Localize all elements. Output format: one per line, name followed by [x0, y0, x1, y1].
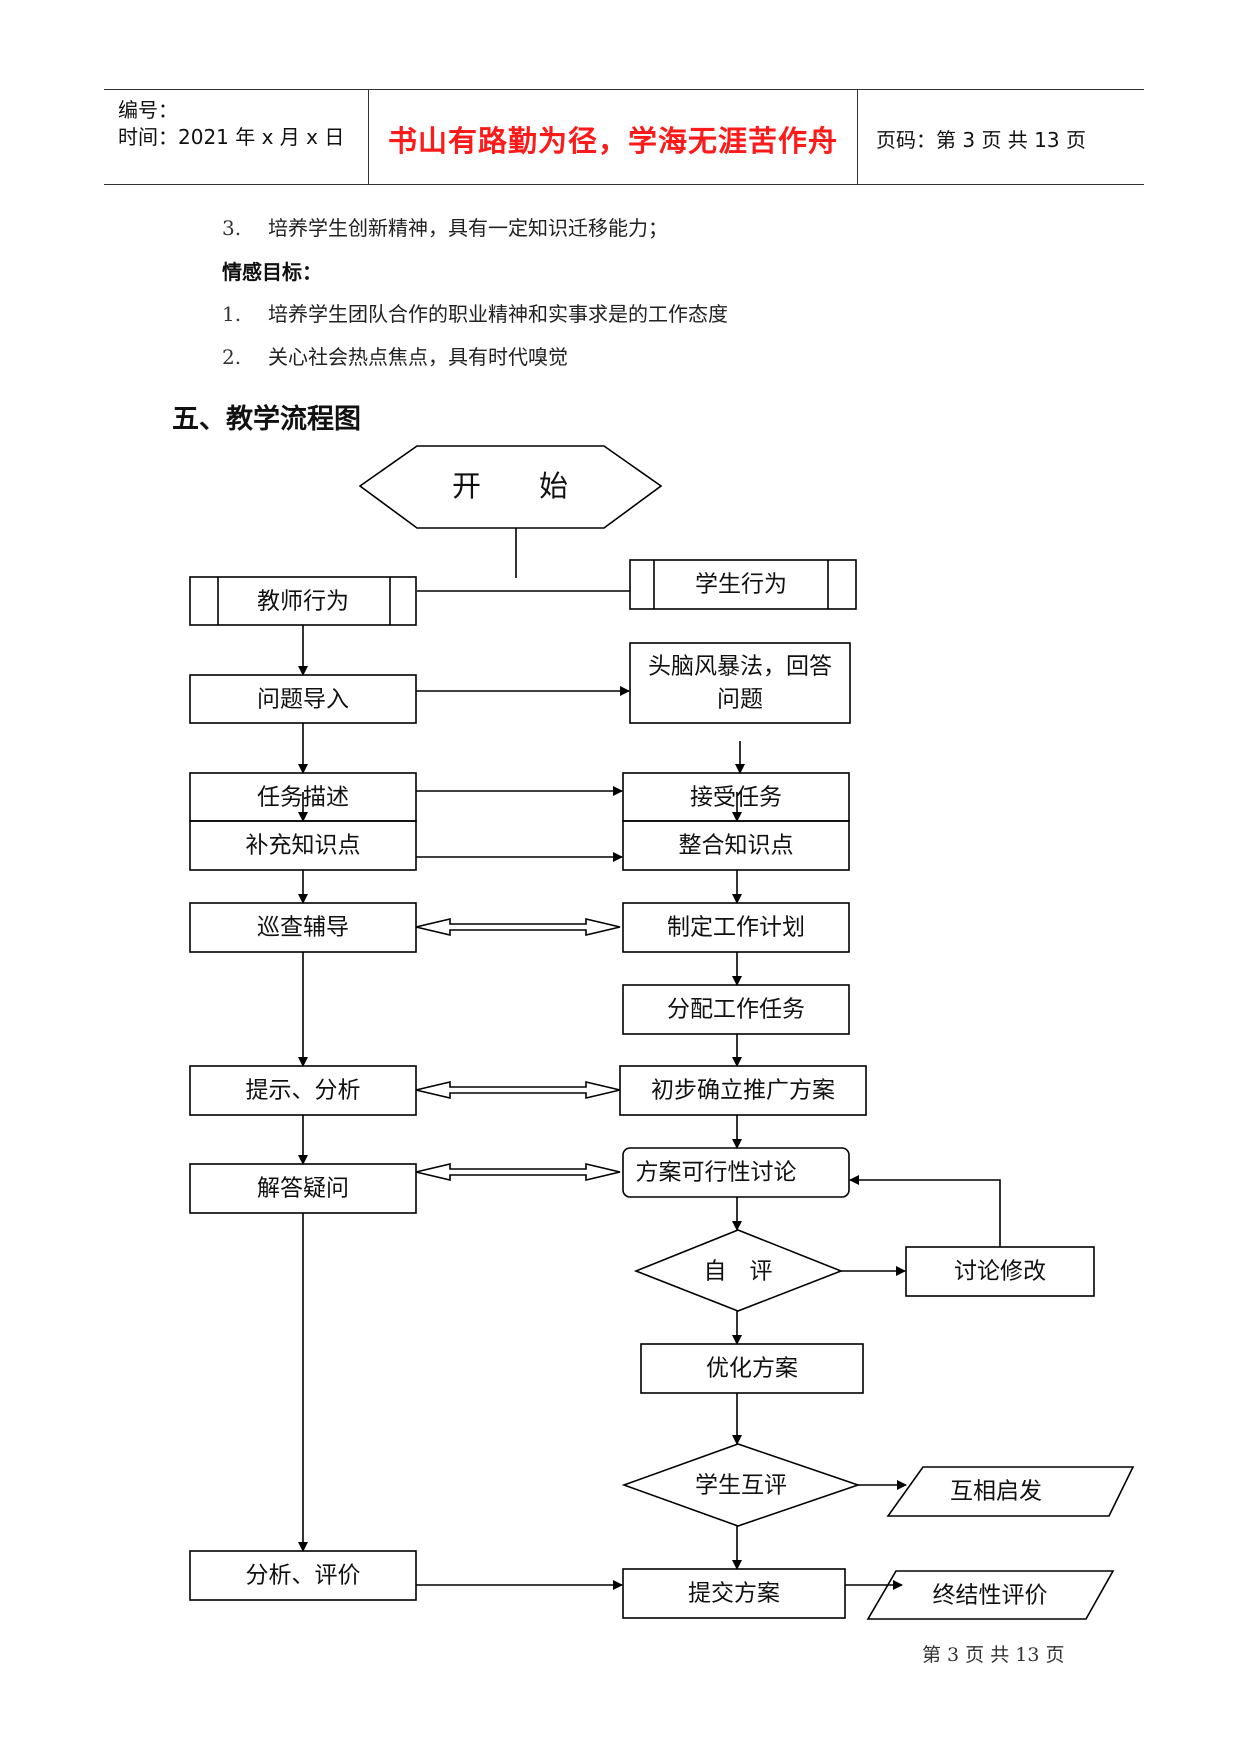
- time-label: 时间：2021 年 x 月 x 日: [118, 125, 345, 149]
- header-meta: 编号： 时间：2021 年 x 月 x 日: [104, 90, 368, 184]
- list-text: 关心社会热点焦点，具有时代嗅觉: [268, 345, 568, 369]
- list-number: 2.: [222, 345, 242, 369]
- list-item: 1. 培养学生团队合作的职业精神和实事求是的工作态度: [222, 298, 728, 327]
- page-header: 编号： 时间：2021 年 x 月 x 日 书山有路勤为径，学海无涯苦作舟 页码…: [104, 89, 1144, 185]
- header-motto-cell: 书山有路勤为径，学海无涯苦作舟: [368, 90, 858, 184]
- student-header-box: [629, 559, 857, 610]
- teacher-step-label: 分析、评价: [246, 1563, 361, 1589]
- peer-eval-label: 学生互评: [695, 1473, 787, 1499]
- list-text: 培养学生团队合作的职业精神和实事求是的工作态度: [268, 302, 728, 326]
- list-number: 3.: [222, 216, 242, 240]
- list-item: 2. 关心社会热点焦点，具有时代嗅觉: [222, 341, 568, 370]
- student-step-box: [640, 1343, 864, 1394]
- student-step-label: 问题: [717, 687, 763, 713]
- teacher-header-label: 教师行为: [257, 589, 349, 615]
- page-code: 页码：第 3 页 共 13 页: [876, 128, 1086, 152]
- student-step-label: 接受任务: [690, 785, 782, 811]
- emotion-heading: 情感目标：: [222, 260, 322, 284]
- start-label: 开 始: [452, 469, 568, 503]
- list-item: 3. 培养学生创新精神，具有一定知识迁移能力；: [222, 212, 668, 241]
- list-number: 1.: [222, 302, 242, 326]
- student-step-label: 方案可行性讨论: [636, 1160, 797, 1186]
- number-label: 编号：: [118, 98, 178, 122]
- teacher-step-label: 解答疑问: [257, 1176, 349, 1202]
- student-step-label: 头脑风暴法，回答: [648, 654, 832, 680]
- summative-parallelogram: [866, 1570, 1115, 1620]
- student-step-label: 分配工作任务: [667, 997, 805, 1023]
- revise-label: 讨论修改: [954, 1259, 1046, 1285]
- student-step-label: 优化方案: [706, 1356, 798, 1382]
- section-title: 五、教学流程图: [172, 404, 361, 435]
- inspire-label: 互相启发: [950, 1479, 1042, 1505]
- motto: 书山有路勤为径，学海无涯苦作舟: [387, 124, 838, 158]
- header-page-cell: 页码：第 3 页 共 13 页: [858, 90, 1144, 184]
- student-step-label: 整合知识点: [679, 833, 794, 859]
- student-step-label: 制定工作计划: [667, 915, 805, 941]
- inspire-parallelogram: [886, 1466, 1135, 1517]
- teacher-step-label: 巡查辅导: [257, 915, 349, 941]
- teacher-step-label: 补充知识点: [246, 833, 361, 859]
- student-header-label: 学生行为: [695, 572, 787, 598]
- page-footer: 第 3 页 共 13 页: [922, 1644, 1065, 1666]
- bidirectional-arrow: [415, 1080, 621, 1100]
- summative-label: 终结性评价: [933, 1583, 1048, 1609]
- list-text: 培养学生创新精神，具有一定知识迁移能力；: [268, 216, 668, 240]
- start-terminator: [358, 445, 663, 529]
- bidirectional-arrow: [415, 1162, 621, 1182]
- bidirectional-arrow: [415, 917, 621, 937]
- self-eval-label: 自 评: [704, 1259, 773, 1285]
- teacher-step-label: 问题导入: [257, 687, 349, 713]
- student-step-box: [629, 642, 851, 724]
- student-step-label: 初步确立推广方案: [651, 1078, 835, 1104]
- teacher-step-label: 任务描述: [257, 785, 349, 811]
- teacher-step-label: 提示、分析: [246, 1078, 361, 1104]
- student-step-label: 提交方案: [688, 1581, 780, 1607]
